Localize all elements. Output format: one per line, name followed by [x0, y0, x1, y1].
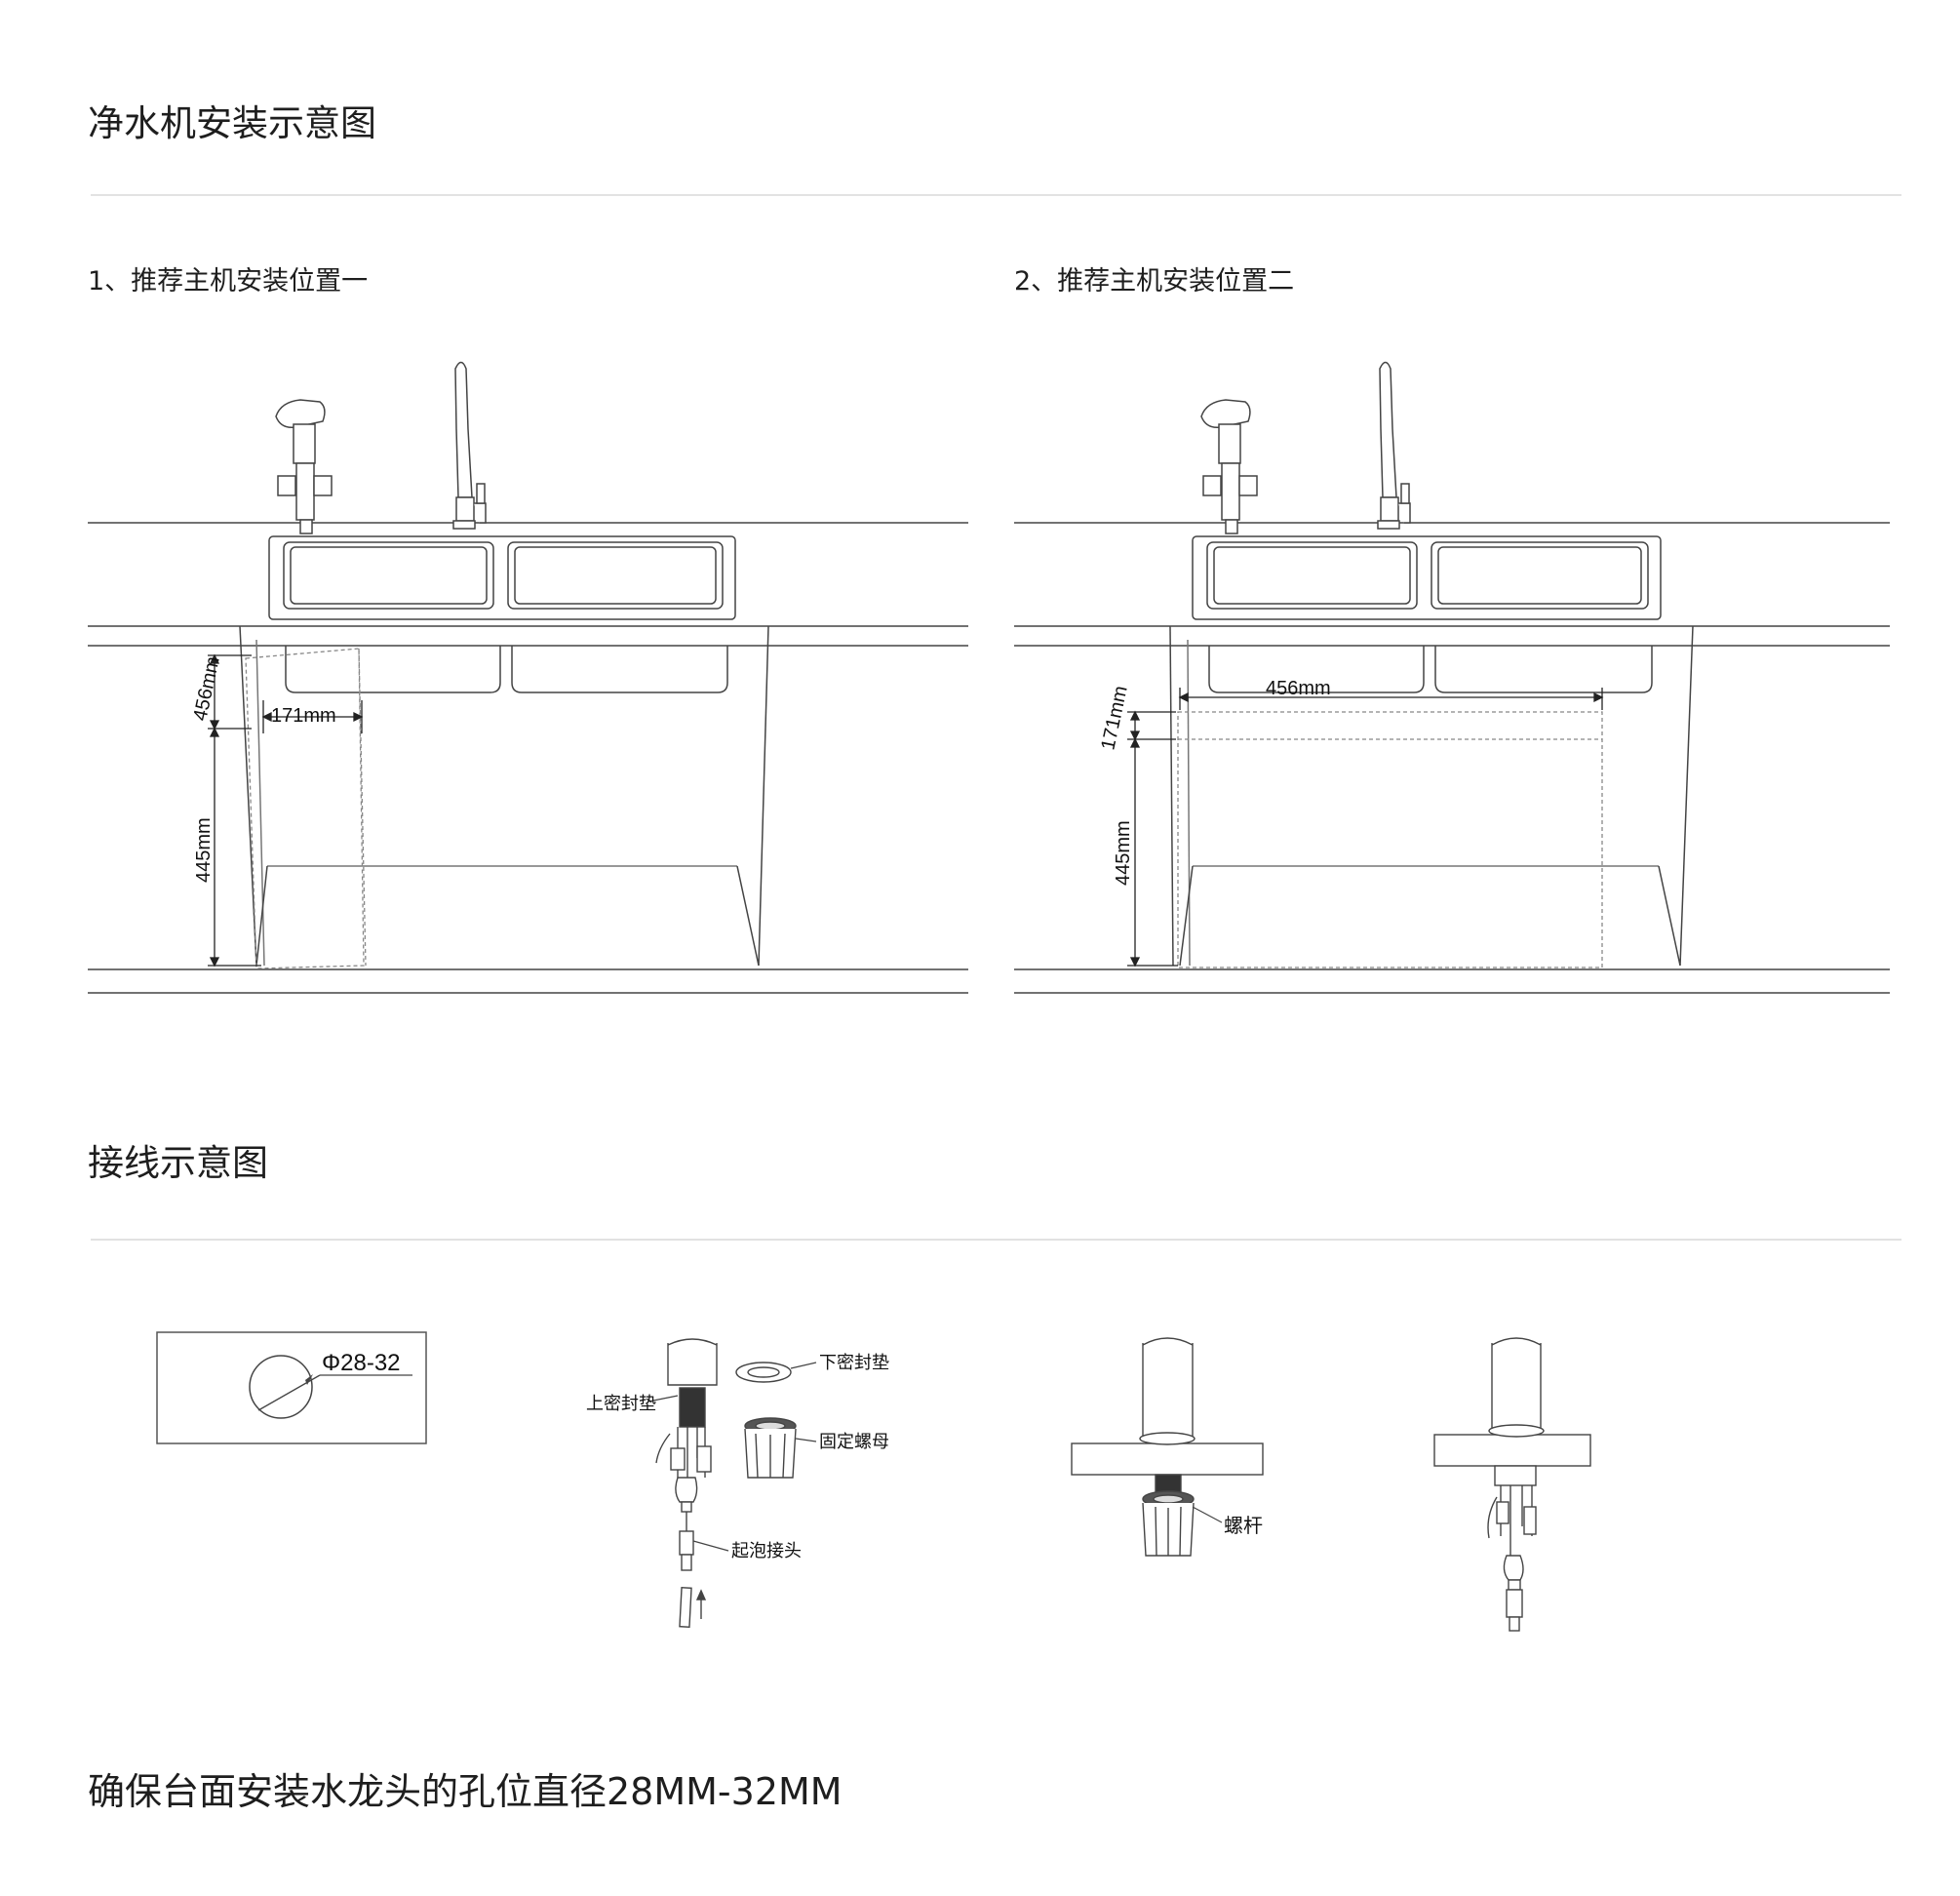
aerator-connector-label: 起泡接头: [731, 1541, 802, 1561]
wiring-step3-screw: 螺杆: [1071, 1337, 1264, 1557]
position2-label: 2、推荐主机安装位置二: [1014, 266, 1295, 296]
dim-171-label: 171mm: [1097, 684, 1131, 752]
dim-171-label: 171mm: [271, 705, 336, 727]
wiring-step2-parts: 上密封垫 下密封垫 固定螺母 起泡接头: [586, 1338, 889, 1628]
dim-456-label: 456mm: [189, 654, 223, 723]
install-section-title: 净水机安装示意图: [88, 102, 376, 144]
install-diagram-position1: 456mm 171mm 445mm: [88, 361, 968, 994]
hole-diameter-note: 确保台面安装水龙头的孔位直径28MM-32MM: [88, 1770, 843, 1813]
wiring-section-title: 接线示意图: [88, 1142, 268, 1184]
dim-445-label: 445mm: [193, 817, 215, 883]
wiring-step4-assembled: [1433, 1337, 1591, 1632]
upper-gasket-label: 上密封垫: [586, 1394, 656, 1414]
section-divider: [91, 194, 1901, 196]
fixing-nut-label: 固定螺母: [819, 1432, 889, 1452]
hole-diameter-label: Φ28-32: [322, 1350, 401, 1376]
dim-445-label: 445mm: [1113, 820, 1134, 886]
section-divider: [91, 1239, 1901, 1241]
dim-456-label: 456mm: [1266, 678, 1331, 699]
screw-rod-label: 螺杆: [1224, 1514, 1263, 1537]
install-diagram-position2: 456mm 171mm 445mm: [1014, 361, 1890, 994]
wiring-step1-hole: Φ28-32: [156, 1331, 427, 1444]
position1-label: 1、推荐主机安装位置一: [88, 266, 369, 296]
lower-gasket-label: 下密封垫: [819, 1353, 889, 1373]
